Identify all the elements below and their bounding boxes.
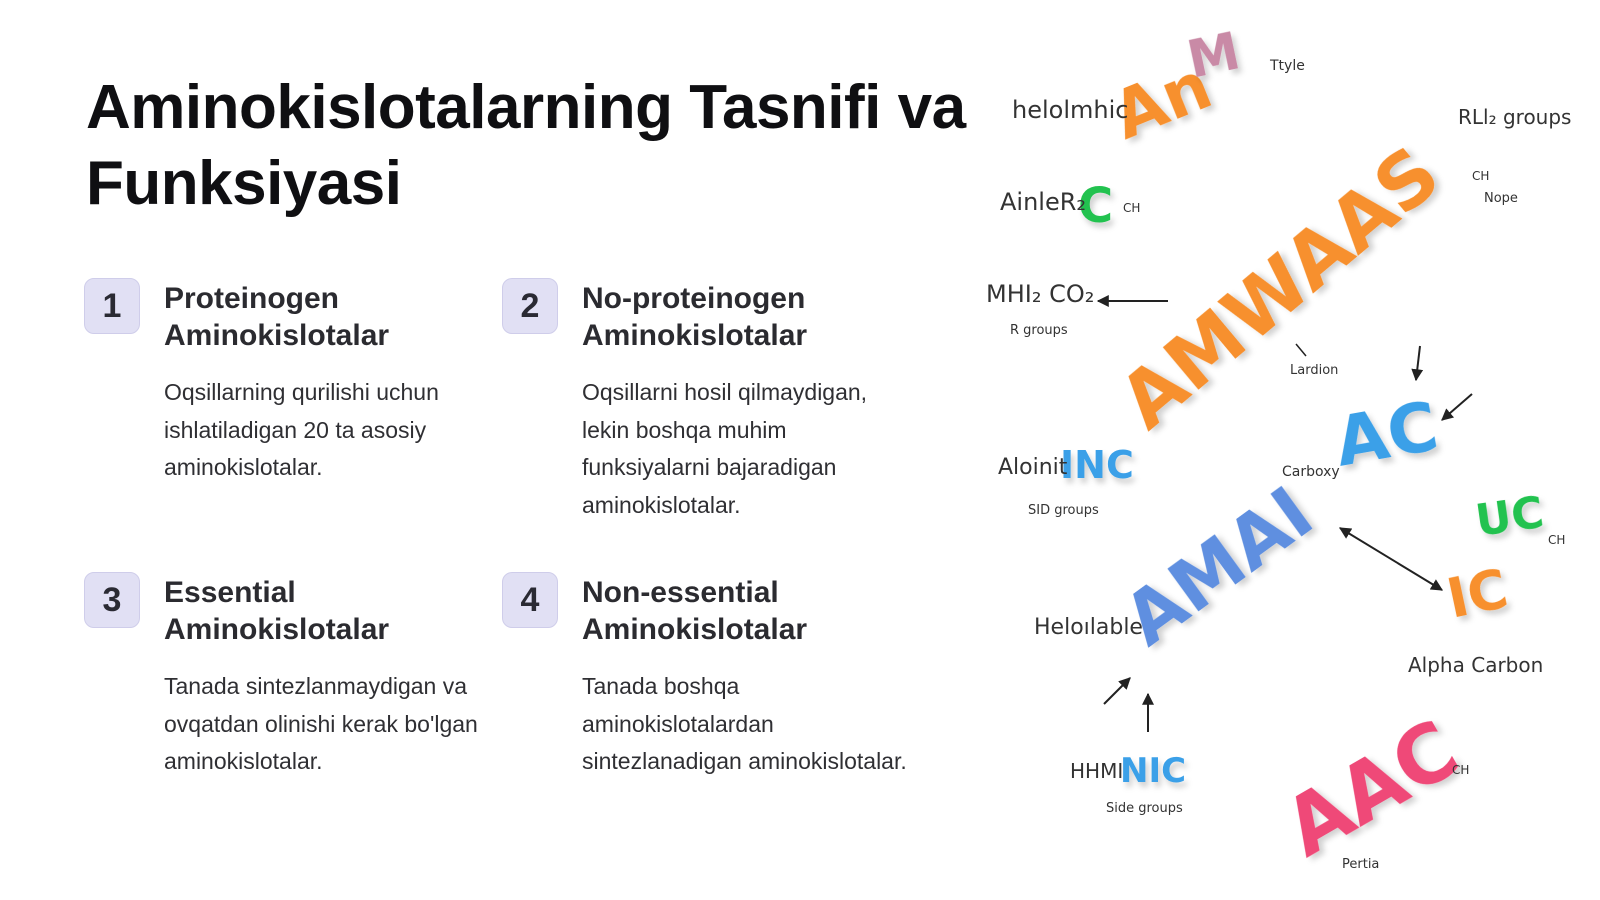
label-ch-3: CH [1548, 533, 1565, 547]
card-number-badge: 4 [502, 572, 558, 628]
label-nope: Nope [1484, 191, 1518, 206]
amino-acid-illustration: An M C AMWAAS INC AC UC AMAI IC NIC AAC … [980, 0, 1600, 900]
illustration-svg: An M C AMWAAS INC AC UC AMAI IC NIC AAC … [986, 21, 1571, 875]
letters-m-top: M [1182, 21, 1245, 90]
letters-c-green: C [1078, 178, 1113, 234]
label-pertia: Pertia [1342, 857, 1379, 872]
label-hhmi: HHMI [1070, 759, 1123, 783]
card-description: Tanada boshqa aminokislotalardan sintezl… [582, 673, 907, 774]
label-aloinit: Aloinit [998, 455, 1068, 480]
card-number-badge: 1 [84, 278, 140, 334]
label-helolmhic: helolmhic [1012, 96, 1128, 124]
letters-aac: AAC [1269, 703, 1474, 875]
slide-title: Aminokislotalarning Tasnifi va Funksiyas… [86, 73, 966, 218]
letters-ac: AC [1329, 387, 1444, 483]
label-side-groups: Side groups [1106, 801, 1183, 816]
card-title: Proteinogen Aminokislotalar [164, 282, 390, 352]
label-ch-4: CH [1452, 763, 1469, 777]
card-number-badge: 3 [84, 572, 140, 628]
arrow-diagonal-ac [1441, 393, 1473, 421]
letters-nic: NIC [1120, 751, 1186, 791]
card-description: Oqsillarni hosil qilmaydigan, lekin bosh… [582, 379, 868, 518]
arrow-double-amai-ic [1338, 527, 1444, 591]
label-alpha-carbon: Alpha Carbon [1408, 653, 1543, 677]
card-title: No-proteinogen Aminokislotalar [582, 282, 808, 352]
letters-uc: UC [1472, 487, 1546, 547]
label-heloilable: Heloılable [1034, 615, 1143, 640]
card-description: Oqsillarning qurilishi uchun ishlatiladi… [164, 379, 439, 480]
card-description: Tanada sintezlanmaydigan va ovqatdan oli… [164, 673, 478, 774]
card-number-badge: 2 [502, 278, 558, 334]
label-mhi2-co2: MHI₂ CO₂ [986, 280, 1094, 308]
label-rl2-groups: RLl₂ groups [1458, 105, 1571, 129]
letters-ic: IC [1442, 557, 1514, 631]
label-ch-2: CH [1472, 169, 1489, 183]
letters-inc: INC [1060, 443, 1134, 487]
arrow-diagonal-amai [1103, 677, 1131, 705]
label-ainler2: AinleR₂ [1000, 188, 1086, 216]
label-lardion: Lardion [1290, 363, 1338, 378]
arrow-down-ac [1411, 345, 1424, 382]
label-ch-1: CH [1123, 201, 1140, 215]
label-sid-groups: SID groups [1028, 503, 1099, 518]
card-title: Essential Aminokislotalar [164, 576, 390, 646]
label-carboxy: Carboxy [1282, 464, 1340, 480]
arrow-lardion-tick [1295, 343, 1307, 357]
label-r-groups: R groups [1010, 323, 1068, 338]
label-ttyle: Ttyle [1269, 58, 1305, 74]
card-title: Non-essential Aminokislotalar [582, 576, 808, 646]
